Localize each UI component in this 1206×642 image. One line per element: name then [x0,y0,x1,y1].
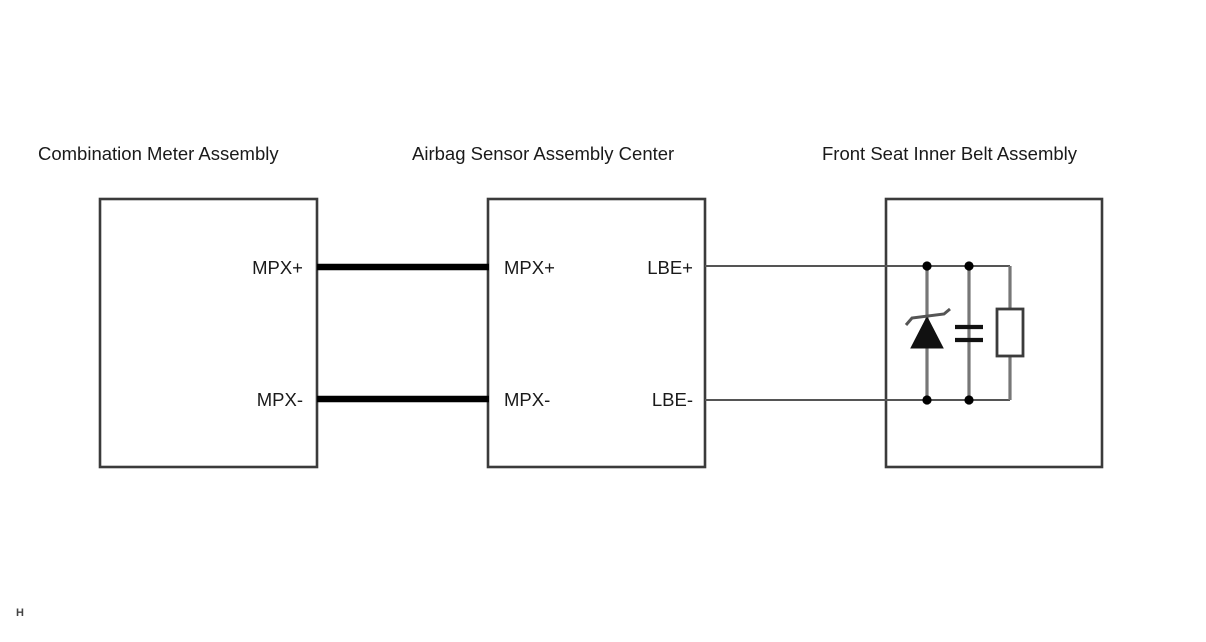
terminal-label-lbe-minus-center: LBE- [652,389,693,410]
terminal-label-mpx-minus-center: MPX- [504,389,550,410]
terminal-label-mpx-plus-center: MPX+ [504,257,555,278]
terminal-label-mpx-plus-left: MPX+ [252,257,303,278]
terminal-label-mpx-minus-left: MPX- [257,389,303,410]
junction-dot-zener-top [922,261,932,271]
terminal-label-lbe-plus-center: LBE+ [647,257,693,278]
assembly-box-combination-meter [98,197,319,469]
capacitor-icon [955,324,983,343]
assembly-title-front-seat-inner-belt: Front Seat Inner Belt Assembly [822,143,1078,164]
zener-diode-icon [904,307,951,349]
assembly-title-airbag-sensor: Airbag Sensor Assembly Center [412,143,674,164]
junction-dot-capacitor-top [964,261,974,271]
assembly-box-airbag-sensor [486,197,707,469]
junction-dot-capacitor-bottom [964,395,974,405]
resistor-icon [995,307,1025,358]
page-corner-mark: H [16,607,24,619]
junction-dot-zener-bottom [922,395,932,405]
assembly-title-combination-meter: Combination Meter Assembly [38,143,279,164]
